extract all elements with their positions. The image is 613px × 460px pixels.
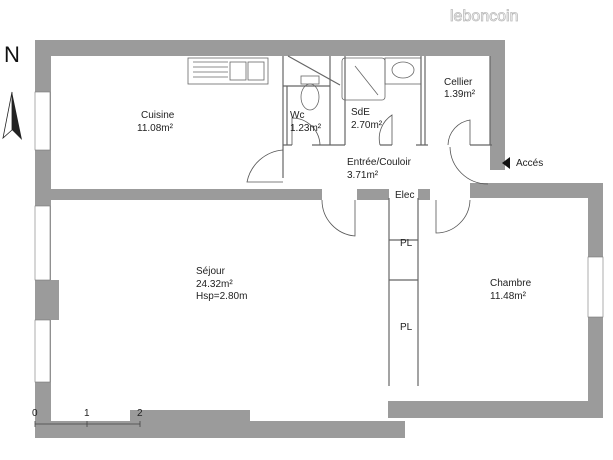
room-elec-name: Elec <box>395 190 415 201</box>
room-sejour-area: 24.32m² <box>196 279 233 290</box>
room-chambre-name: Chambre <box>490 278 532 289</box>
room-sde-name: SdE <box>351 107 370 118</box>
room-cuisine-area: 11.08m² <box>137 123 173 134</box>
room-entree-area: 3.71m² <box>347 170 379 181</box>
north-arrow-icon <box>2 91 22 140</box>
room-sejour-name: Séjour <box>196 266 225 277</box>
partitions <box>282 55 492 386</box>
room-chambre-area: 11.48m² <box>490 291 526 302</box>
room-cellier-name: Cellier <box>444 77 473 88</box>
closet-pl-2: PL <box>400 322 413 333</box>
room-wc-area: 1.23m² <box>290 123 322 134</box>
room-cuisine-name: Cuisine <box>141 110 175 121</box>
access-arrow-icon <box>502 157 510 169</box>
north-label: N <box>4 42 20 67</box>
room-sde-area: 2.70m² <box>351 120 383 131</box>
scale-tick-0: 0 <box>32 408 38 419</box>
room-cellier-area: 1.39m² <box>444 89 476 100</box>
room-wc-name: Wc <box>290 110 305 121</box>
access-label: Accés <box>516 158 544 169</box>
room-sejour-height: Hsp=2.80m <box>196 291 248 302</box>
windows <box>34 91 604 383</box>
scale-tick-2: 2 <box>137 408 143 419</box>
leboncoin-logo: leboncoin <box>450 8 519 26</box>
scale-tick-1: 1 <box>84 408 90 419</box>
scale-bar <box>34 421 141 427</box>
doors <box>246 114 489 237</box>
closet-pl-1: PL <box>400 238 413 249</box>
fixtures <box>187 57 422 111</box>
room-entree-name: Entrée/Couloir <box>347 157 411 168</box>
